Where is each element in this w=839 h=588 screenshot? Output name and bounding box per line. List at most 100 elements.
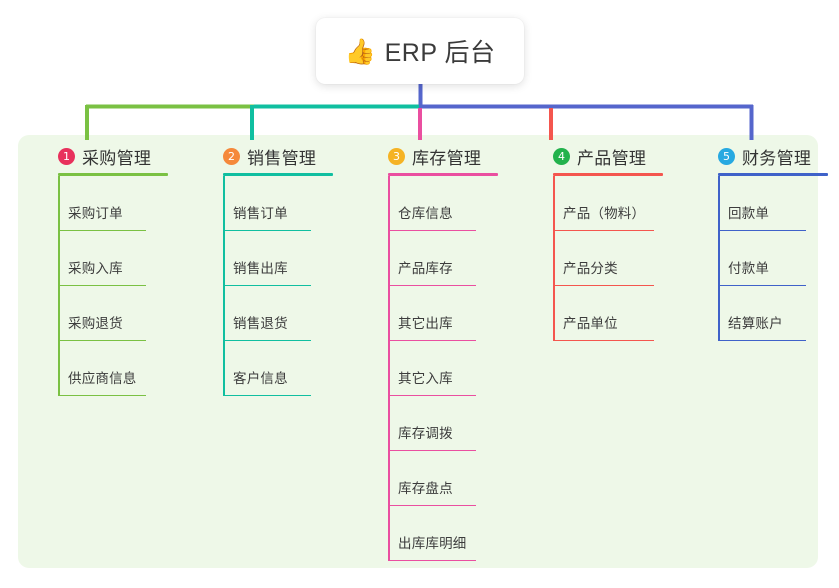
branch-title: 库存管理	[412, 148, 482, 168]
leaf-underline	[58, 229, 146, 231]
branch-title: 财务管理	[742, 148, 812, 168]
leaf-list: 产品（物料） 产品分类产品单位	[531, 176, 663, 341]
leaf-label: 库存盘点	[398, 481, 453, 496]
leaf-label: 客户信息	[233, 371, 288, 386]
leaf-item[interactable]: 付款单	[696, 231, 828, 286]
leaf-item[interactable]: 供应商信息	[36, 341, 168, 396]
leaf-underline	[58, 394, 146, 396]
leaf-underline	[388, 449, 476, 451]
leaf-item[interactable]: 产品库存	[366, 231, 498, 286]
branch-underline	[718, 173, 828, 176]
thumbs-up-icon: 👍	[344, 36, 376, 66]
leaf-item[interactable]: 回款单	[696, 176, 828, 231]
leaf-underline	[223, 229, 311, 231]
leaf-item[interactable]: 库存调拨	[366, 396, 498, 451]
branch-header-2[interactable]: 2 销售管理	[201, 143, 333, 169]
leaf-label: 其它入库	[398, 371, 453, 386]
leaf-item[interactable]: 采购订单	[36, 176, 168, 231]
leaf-spine	[553, 176, 555, 341]
leaf-label: 仓库信息	[398, 206, 453, 221]
branch-underline	[388, 173, 498, 176]
leaf-list: 仓库信息产品库存其它出库其它入库库存调拨库存盘点出库库明细	[366, 176, 498, 561]
leaf-underline	[553, 284, 654, 286]
root-title: ERP 后台	[384, 39, 496, 67]
leaf-label: 销售订单	[233, 206, 288, 221]
branches-panel	[18, 135, 818, 568]
leaf-item[interactable]: 销售订单	[201, 176, 333, 231]
leaf-underline	[388, 339, 476, 341]
branch-title: 采购管理	[82, 148, 152, 168]
leaf-label: 销售出库	[233, 261, 288, 276]
leaf-underline	[223, 339, 311, 341]
leaf-label: 回款单	[728, 206, 770, 221]
leaf-underline	[58, 284, 146, 286]
leaf-underline	[388, 504, 476, 506]
branch-number-badge: 2	[223, 147, 240, 165]
branch-underline	[553, 173, 663, 176]
branch-number-badge: 1	[58, 147, 75, 165]
branch-column-1: 1 采购管理采购订单采购入库采购退货供应商信息	[36, 143, 168, 396]
leaf-label: 付款单	[728, 261, 770, 276]
leaf-item[interactable]: 产品分类	[531, 231, 663, 286]
leaf-underline	[388, 284, 476, 286]
leaf-item[interactable]: 产品（物料）	[531, 176, 663, 231]
leaf-item[interactable]: 采购退货	[36, 286, 168, 341]
leaf-label: 产品分类	[563, 261, 618, 276]
leaf-item[interactable]: 出库库明细	[366, 506, 498, 561]
leaf-spine	[223, 176, 225, 396]
leaf-item[interactable]: 销售退货	[201, 286, 333, 341]
leaf-label: 出库库明细	[398, 536, 467, 551]
leaf-underline	[388, 394, 476, 396]
leaf-label: 产品库存	[398, 261, 453, 276]
leaf-item[interactable]: 仓库信息	[366, 176, 498, 231]
branch-header-1[interactable]: 1 采购管理	[36, 143, 168, 169]
leaf-underline	[58, 339, 146, 341]
leaf-underline	[718, 229, 806, 231]
leaf-list: 回款单付款单结算账户	[696, 176, 828, 341]
branch-number-badge: 4	[553, 147, 570, 165]
leaf-item[interactable]: 销售出库	[201, 231, 333, 286]
leaf-underline	[718, 284, 806, 286]
leaf-label: 产品单位	[563, 316, 618, 331]
leaf-spine	[58, 176, 60, 396]
leaf-label: 其它出库	[398, 316, 453, 331]
branch-column-4: 4 产品管理产品（物料） 产品分类产品单位	[531, 143, 663, 341]
leaf-item[interactable]: 产品单位	[531, 286, 663, 341]
leaf-underline	[388, 229, 476, 231]
branch-column-2: 2 销售管理销售订单销售出库销售退货客户信息	[201, 143, 333, 396]
branch-number-badge: 5	[718, 147, 735, 165]
leaf-label: 销售退货	[233, 316, 288, 331]
leaf-label: 库存调拨	[398, 426, 453, 441]
leaf-spine	[718, 176, 720, 341]
leaf-item[interactable]: 采购入库	[36, 231, 168, 286]
root-node-content: 👍 ERP 后台	[344, 33, 495, 69]
leaf-label: 产品（物料）	[563, 206, 646, 221]
branch-column-3: 3 库存管理仓库信息产品库存其它出库其它入库库存调拨库存盘点出库库明细	[366, 143, 498, 561]
leaf-spine	[388, 176, 390, 561]
branch-column-5: 5 财务管理回款单付款单结算账户	[696, 143, 828, 341]
leaf-underline	[553, 229, 654, 231]
leaf-underline	[223, 394, 311, 396]
leaf-item[interactable]: 库存盘点	[366, 451, 498, 506]
leaf-underline	[553, 339, 654, 341]
leaf-underline	[223, 284, 311, 286]
leaf-underline	[388, 559, 476, 561]
leaf-item[interactable]: 客户信息	[201, 341, 333, 396]
root-node[interactable]: 👍 ERP 后台	[316, 18, 524, 84]
branch-number-badge: 3	[388, 147, 405, 165]
leaf-list: 销售订单销售出库销售退货客户信息	[201, 176, 333, 396]
branch-header-5[interactable]: 5 财务管理	[696, 143, 828, 169]
branch-title: 产品管理	[577, 148, 647, 168]
branch-header-3[interactable]: 3 库存管理	[366, 143, 498, 169]
leaf-item[interactable]: 其它出库	[366, 286, 498, 341]
leaf-list: 采购订单采购入库采购退货供应商信息	[36, 176, 168, 396]
leaf-label: 采购退货	[68, 316, 123, 331]
leaf-item[interactable]: 结算账户	[696, 286, 828, 341]
leaf-label: 结算账户	[728, 316, 783, 331]
branch-title: 销售管理	[247, 148, 317, 168]
leaf-item[interactable]: 其它入库	[366, 341, 498, 396]
branch-header-4[interactable]: 4 产品管理	[531, 143, 663, 169]
leaf-label: 采购订单	[68, 206, 123, 221]
leaf-underline	[718, 339, 806, 341]
